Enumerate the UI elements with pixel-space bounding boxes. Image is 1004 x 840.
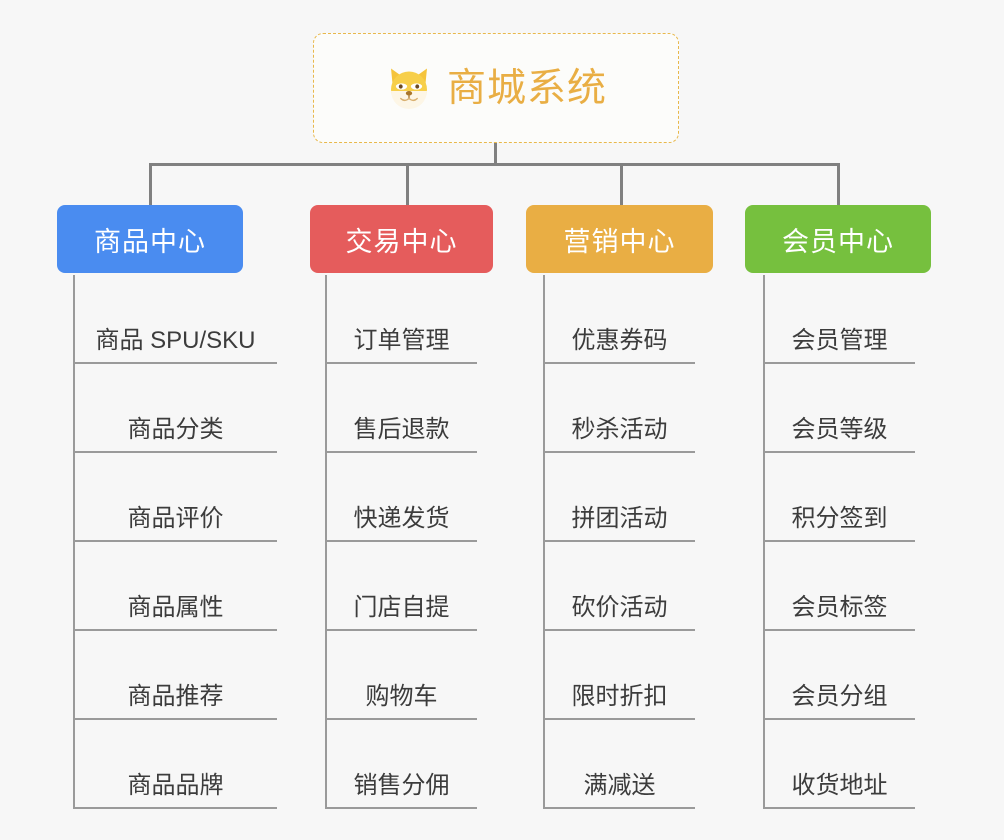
leaf-item[interactable]: 限时折扣 bbox=[544, 631, 695, 720]
leaf-item[interactable]: 订单管理 bbox=[326, 275, 477, 364]
leaf-label: 商品推荐 bbox=[127, 682, 224, 710]
root-title: 商城系统 bbox=[446, 66, 607, 110]
connector-drop-trade-center bbox=[406, 163, 409, 205]
leaf-item[interactable]: 商品推荐 bbox=[74, 631, 277, 720]
leaf-spine-trade-center bbox=[325, 275, 327, 809]
branch-box-member-center[interactable]: 会员中心 bbox=[745, 205, 931, 273]
leaf-item[interactable]: 商品评价 bbox=[74, 453, 277, 542]
leaf-item[interactable]: 会员标签 bbox=[764, 542, 915, 631]
shiba-dog-icon bbox=[385, 64, 433, 112]
leaf-label: 商品分类 bbox=[127, 415, 224, 443]
leaf-label: 商品属性 bbox=[127, 593, 224, 621]
leaf-item[interactable]: 拼团活动 bbox=[544, 453, 695, 542]
leaf-item[interactable]: 商品品牌 bbox=[74, 720, 277, 809]
branch-label-trade-center: 交易中心 bbox=[345, 226, 458, 257]
leaf-label: 限时折扣 bbox=[571, 682, 668, 710]
leaf-item[interactable]: 满减送 bbox=[544, 720, 695, 809]
leaf-label: 订单管理 bbox=[353, 326, 450, 354]
leaf-item[interactable]: 购物车 bbox=[326, 631, 477, 720]
leaf-label: 砍价活动 bbox=[571, 593, 668, 621]
leaf-label: 会员等级 bbox=[791, 415, 888, 443]
leaf-label: 拼团活动 bbox=[571, 504, 668, 532]
leaf-label: 门店自提 bbox=[353, 593, 450, 621]
leaf-item[interactable]: 会员等级 bbox=[764, 364, 915, 453]
leaf-item[interactable]: 会员分组 bbox=[764, 631, 915, 720]
leaf-item[interactable]: 销售分佣 bbox=[326, 720, 477, 809]
leaf-item[interactable]: 售后退款 bbox=[326, 364, 477, 453]
leaf-spine-product-center bbox=[73, 275, 75, 809]
leaf-item[interactable]: 商品属性 bbox=[74, 542, 277, 631]
leaf-label: 售后退款 bbox=[353, 415, 450, 443]
branch-label-member-center: 会员中心 bbox=[782, 226, 894, 257]
branch-label-marketing-center: 营销中心 bbox=[563, 226, 676, 257]
leaf-label: 满减送 bbox=[583, 771, 656, 799]
leaf-column-trade-center: 订单管理 售后退款 快递发货 门店自提 购物车 销售分佣 bbox=[325, 275, 477, 809]
leaf-item[interactable]: 商品分类 bbox=[74, 364, 277, 453]
leaf-item[interactable]: 快递发货 bbox=[326, 453, 477, 542]
leaf-label: 收货地址 bbox=[791, 771, 888, 799]
connector-root-stem bbox=[494, 143, 497, 165]
connector-drop-member-center bbox=[837, 163, 840, 205]
leaf-label: 积分签到 bbox=[791, 504, 888, 532]
branch-box-product-center[interactable]: 商品中心 bbox=[57, 205, 243, 273]
branch-label-product-center: 商品中心 bbox=[94, 226, 206, 257]
leaf-item[interactable]: 商品 SPU/SKU bbox=[74, 275, 277, 364]
leaf-item[interactable]: 优惠券码 bbox=[544, 275, 695, 364]
leaf-item[interactable]: 门店自提 bbox=[326, 542, 477, 631]
leaf-label: 销售分佣 bbox=[353, 771, 450, 799]
leaf-spine-member-center bbox=[763, 275, 765, 809]
leaf-label: 商品品牌 bbox=[127, 771, 224, 799]
leaf-label: 商品评价 bbox=[127, 504, 224, 532]
leaf-item[interactable]: 秒杀活动 bbox=[544, 364, 695, 453]
leaf-label: 会员管理 bbox=[791, 326, 888, 354]
leaf-item[interactable]: 砍价活动 bbox=[544, 542, 695, 631]
branch-box-marketing-center[interactable]: 营销中心 bbox=[526, 205, 713, 273]
leaf-column-member-center: 会员管理 会员等级 积分签到 会员标签 会员分组 收货地址 bbox=[763, 275, 915, 809]
connector-horizontal-bus bbox=[150, 163, 840, 166]
connector-drop-marketing-center bbox=[620, 163, 623, 205]
leaf-label: 快递发货 bbox=[353, 504, 450, 532]
leaf-item[interactable]: 会员管理 bbox=[764, 275, 915, 364]
leaf-column-marketing-center: 优惠券码 秒杀活动 拼团活动 砍价活动 限时折扣 满减送 bbox=[543, 275, 695, 809]
leaf-label: 会员分组 bbox=[791, 682, 888, 710]
leaf-label: 商品 SPU/SKU bbox=[95, 326, 256, 354]
leaf-item[interactable]: 积分签到 bbox=[764, 453, 915, 542]
root-node-mall-system[interactable]: 商城系统 bbox=[313, 33, 679, 143]
leaf-spine-marketing-center bbox=[543, 275, 545, 809]
leaf-column-product-center: 商品 SPU/SKU 商品分类 商品评价 商品属性 商品推荐 商品品牌 bbox=[73, 275, 277, 809]
leaf-label: 秒杀活动 bbox=[571, 415, 668, 443]
leaf-label: 会员标签 bbox=[791, 593, 888, 621]
connector-drop-product-center bbox=[149, 163, 152, 205]
leaf-label: 购物车 bbox=[365, 682, 438, 710]
leaf-label: 优惠券码 bbox=[571, 326, 668, 354]
branch-box-trade-center[interactable]: 交易中心 bbox=[310, 205, 493, 273]
leaf-item[interactable]: 收货地址 bbox=[764, 720, 915, 809]
